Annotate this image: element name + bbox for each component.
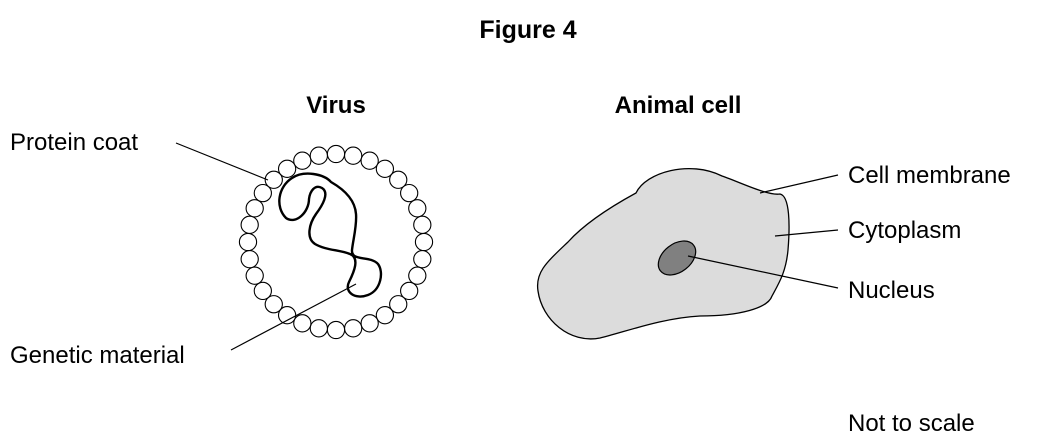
protein-coat-capsomere bbox=[345, 147, 362, 164]
genetic-material-strand bbox=[279, 174, 381, 297]
genetic-material-leader bbox=[231, 284, 356, 350]
protein-coat-capsomere bbox=[345, 320, 362, 337]
protein-coat-capsomere bbox=[327, 321, 344, 338]
protein-coat-capsomere bbox=[294, 315, 311, 332]
cell-membrane-label: Cell membrane bbox=[848, 162, 1011, 189]
protein-coat-capsomere bbox=[246, 267, 263, 284]
protein-coat-capsomere bbox=[294, 152, 311, 169]
protein-coat-capsomere bbox=[361, 152, 378, 169]
protein-coat-capsomere bbox=[361, 315, 378, 332]
figure-title: Figure 4 bbox=[479, 16, 576, 44]
protein-coat-capsomere bbox=[241, 216, 258, 233]
protein-coat-capsomere bbox=[310, 147, 327, 164]
cytoplasm-label: Cytoplasm bbox=[848, 217, 961, 244]
protein-coat-capsomere bbox=[279, 160, 296, 177]
protein-coat bbox=[239, 145, 432, 338]
protein-coat-capsomere bbox=[254, 282, 271, 299]
protein-coat-capsomere bbox=[327, 145, 344, 162]
genetic-material-label: Genetic material bbox=[10, 342, 185, 369]
protein-coat-capsomere bbox=[241, 251, 258, 268]
virus bbox=[239, 145, 432, 338]
protein-coat-capsomere bbox=[401, 185, 418, 202]
protein-coat-capsomere bbox=[415, 233, 432, 250]
animal-cell bbox=[538, 169, 790, 339]
virus-heading: Virus bbox=[306, 92, 366, 119]
protein-coat-label: Protein coat bbox=[10, 129, 138, 156]
protein-coat-capsomere bbox=[409, 267, 426, 284]
protein-coat-capsomere bbox=[310, 320, 327, 337]
protein-coat-capsomere bbox=[376, 307, 393, 324]
protein-coat-leader bbox=[176, 143, 268, 180]
protein-coat-capsomere bbox=[246, 200, 263, 217]
protein-coat-capsomere bbox=[409, 200, 426, 217]
protein-coat-capsomere bbox=[239, 233, 256, 250]
protein-coat-capsomere bbox=[414, 251, 431, 268]
protein-coat-capsomere bbox=[414, 216, 431, 233]
not-to-scale-note: Not to scale bbox=[848, 410, 975, 437]
cell-membrane-leader bbox=[760, 175, 838, 193]
animal-cell-heading: Animal cell bbox=[615, 92, 742, 119]
nucleus-label: Nucleus bbox=[848, 277, 935, 304]
